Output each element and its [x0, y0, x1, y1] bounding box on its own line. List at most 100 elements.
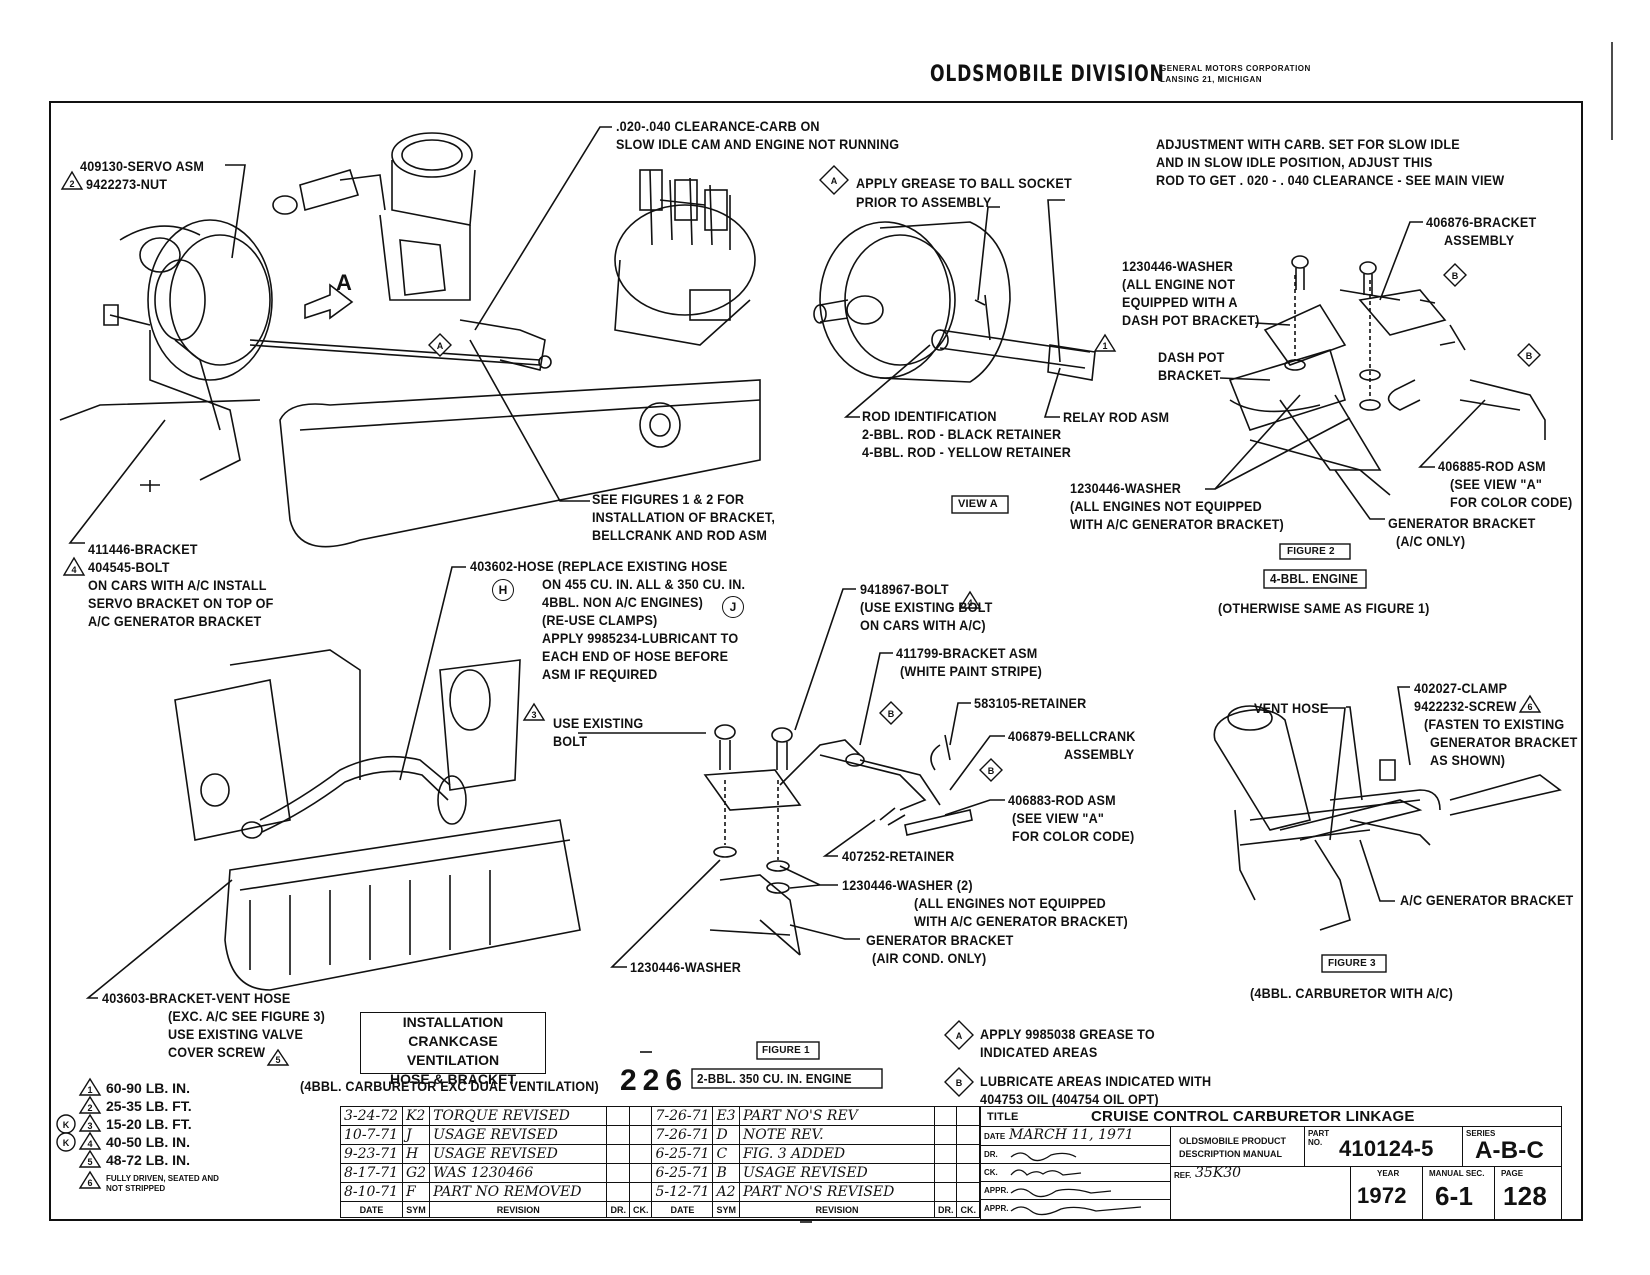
label-rod-406883-2: (SEE VIEW "A" [1012, 810, 1105, 826]
svg-text:1: 1 [1102, 341, 1107, 351]
revision-header: SYM [712, 1201, 740, 1218]
marker-j: J [722, 596, 744, 618]
label-hose-6: EACH END OF HOSE BEFORE [542, 648, 729, 664]
label-clearance-2: SLOW IDLE CAM AND ENGINE NOT RUNNING [616, 136, 900, 152]
label-washer-1: 1230446-WASHER [1122, 258, 1234, 274]
label-vent-4: COVER SCREW [168, 1044, 266, 1060]
ref-value: 35K30 [1195, 1165, 1242, 1181]
date-label: DATE [984, 1132, 1006, 1141]
year-label: YEAR [1377, 1169, 1400, 1178]
division-title: OLDSMOBILE DIVISION [930, 62, 1165, 87]
corporation-city: LANSING 21, MICHIGAN [1160, 75, 1263, 84]
label-hose-7: ASM IF REQUIRED [542, 666, 658, 682]
svg-text:6: 6 [87, 1178, 92, 1188]
label-servo-asm: 409130-SERVO ASM [80, 158, 205, 174]
revision-cell [606, 1105, 630, 1127]
label-vent-1: 403603-BRACKET-VENT HOSE [102, 990, 291, 1006]
page-number-large: 226 [620, 1064, 689, 1097]
figure-1-title: FIGURE 1 [762, 1045, 810, 1056]
revision-cell: C [712, 1144, 740, 1165]
note-lubricate-2: 404753 OIL (404754 OIL OPT) [980, 1091, 1159, 1107]
revision-cell: D [712, 1125, 740, 1146]
revision-header: REVISION [429, 1201, 608, 1218]
label-washer-single: 1230446-WASHER [630, 959, 742, 975]
label-washer2-3: WITH A/C GENERATOR BRACKET) [914, 913, 1128, 929]
revision-cell [628, 1144, 653, 1165]
revision-cell [628, 1182, 653, 1203]
label-rod-406883-3: FOR COLOR CODE) [1012, 828, 1135, 844]
label-adjust-2: AND IN SLOW IDLE POSITION, ADJUST THIS [1156, 154, 1433, 170]
revision-header: SYM [401, 1201, 431, 1218]
revision-cell: USAGE REVISED [738, 1163, 935, 1184]
label-washer-2: (ALL ENGINE NOT [1122, 276, 1236, 292]
revision-cell [933, 1163, 958, 1184]
svg-text:1: 1 [87, 1085, 92, 1095]
label-bracket-assembly: ASSEMBLY [1444, 232, 1515, 248]
revision-header: DR. [933, 1201, 958, 1218]
revision-cell: 6-25-71 [651, 1163, 714, 1184]
label-washer-3: EQUIPPED WITH A [1122, 294, 1238, 310]
label-washer2-2: (ALL ENGINES NOT EQUIPPED [914, 895, 1106, 911]
dr-label: DR. [984, 1150, 998, 1159]
label-bracket-note-1: ON CARS WITH A/C INSTALL [88, 577, 267, 593]
label-vent-hose: VENT HOSE [1254, 700, 1329, 716]
signature-block: DATE MARCH 11, 1971 DR. CK. APPR. APPR. [981, 1127, 1171, 1219]
revision-cell: G2 [401, 1163, 431, 1184]
revision-cell: 9-23-71 [340, 1144, 403, 1165]
page-value: 128 [1503, 1181, 1547, 1211]
label-clamp-402027: 402027-CLAMP [1414, 680, 1508, 696]
label-gen-bracket-2: (A/C ONLY) [1396, 533, 1466, 549]
revision-cell [606, 1182, 630, 1203]
revision-cell: PART NO'S REVISED [738, 1182, 935, 1203]
year-value: 1972 [1357, 1183, 1407, 1208]
revision-cell: B [712, 1163, 740, 1184]
revision-cell: H [401, 1144, 431, 1165]
part-number: 410124-5 [1339, 1136, 1434, 1161]
title-block: TITLE CRUISE CONTROL CARBURETOR LINKAGE … [980, 1106, 1562, 1220]
label-gen-bracket-f1-2: (AIR COND. ONLY) [872, 950, 987, 966]
revision-cell [956, 1125, 980, 1146]
svg-text:3: 3 [531, 710, 536, 720]
appr-label-2: APPR. [984, 1204, 1009, 1213]
revision-cell: FIG. 3 ADDED [738, 1144, 935, 1165]
label-rod-id-3: 4-BBL. ROD - YELLOW RETAINER [862, 444, 1071, 460]
revision-header: DATE [651, 1201, 714, 1218]
label-bolt-9418967: 9418967-BOLT [860, 581, 949, 597]
view-a-title: VIEW A [958, 498, 998, 510]
svg-text:A: A [336, 270, 352, 295]
revision-cell: WAS 1230466 [429, 1163, 608, 1184]
svg-text:B: B [988, 766, 995, 776]
ck-label: CK. [984, 1168, 998, 1177]
page-cell: PAGE 128 [1495, 1167, 1561, 1219]
svg-text:2: 2 [87, 1103, 92, 1113]
label-grease-2: PRIOR TO ASSEMBLY [856, 194, 992, 210]
label-adjust-3: ROD TO GET . 020 - . 040 CLEARANCE - SEE… [1156, 172, 1505, 188]
series-label: SERIES [1466, 1129, 1496, 1138]
label-bolt-note-1: (USE EXISTING BOLT [860, 599, 993, 615]
part-cell: PART NO. 410124-5 [1305, 1127, 1463, 1167]
label-gen-bracket-f1-1: GENERATOR BRACKET [866, 932, 1014, 948]
revision-header: CK. [628, 1201, 653, 1218]
label-hose-3: 4BBL. NON A/C ENGINES) [542, 594, 704, 610]
installation-line-1: INSTALLATION [402, 1014, 504, 1030]
revision-header: DR. [606, 1201, 630, 1218]
revision-cell [628, 1105, 653, 1127]
revision-cell: A2 [712, 1182, 740, 1203]
svg-text:B: B [1452, 271, 1459, 281]
revision-cell [956, 1144, 980, 1165]
figure-3-caption: (4BBL. CARBURETOR WITH A/C) [1250, 985, 1453, 1001]
torque-4: 40-50 LB. IN. [106, 1134, 191, 1150]
label-adjust-1: ADJUSTMENT WITH CARB. SET FOR SLOW IDLE [1156, 136, 1460, 152]
torque-3: 15-20 LB. FT. [106, 1116, 192, 1132]
label-use-existing-2: BOLT [553, 733, 588, 749]
revision-cell [606, 1144, 630, 1165]
label-retainer-583105: 583105-RETAINER [974, 695, 1087, 711]
label-vent-3: USE EXISTING VALVE [168, 1026, 304, 1042]
product-cell: OLDSMOBILE PRODUCT DESCRIPTION MANUAL [1171, 1127, 1305, 1167]
part-label: PART NO. [1308, 1129, 1330, 1147]
